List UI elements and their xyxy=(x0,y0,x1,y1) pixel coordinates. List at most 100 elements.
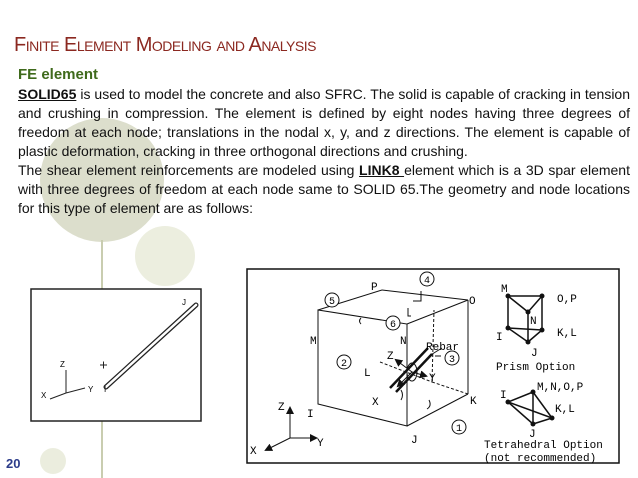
face-number-1-circle xyxy=(451,419,467,435)
face-number-3-circle xyxy=(444,350,460,366)
tetra-node-i: I xyxy=(500,390,507,402)
link8-node-j: J xyxy=(182,298,186,307)
node-j: J xyxy=(411,435,418,447)
tetra-caption-2: (not recommended) xyxy=(484,453,596,464)
rebar-line-1 xyxy=(389,347,429,389)
hex-edge-po xyxy=(381,289,469,301)
face-number-3: 3 xyxy=(449,355,455,366)
prism-edge-3 xyxy=(507,295,529,313)
face-number-4: 4 xyxy=(424,276,430,287)
page-number: 20 xyxy=(6,456,21,471)
prism-node-op: O,P xyxy=(557,294,577,306)
page-title: Finite Element Modeling and Analysis xyxy=(14,34,316,56)
node-k: K xyxy=(470,396,477,408)
prism-edge-9 xyxy=(527,329,543,343)
face-number-6: 6 xyxy=(390,320,396,331)
prism-edge-8 xyxy=(507,327,543,331)
tetra-node-2 xyxy=(530,389,536,395)
prism-node-m: M xyxy=(501,284,508,296)
global-axis-y-label: Y xyxy=(317,438,324,450)
keyword-link8: LINK8 xyxy=(359,162,405,178)
tetra-edge-3 xyxy=(507,401,553,419)
hex-edge-on xyxy=(406,299,469,325)
face-number-1: 1 xyxy=(456,424,462,435)
face-load-mark-3 xyxy=(413,291,422,302)
global-axis-z-label: Z xyxy=(278,402,285,414)
global-axis-x xyxy=(264,437,291,451)
hex-hidden-edge-3 xyxy=(431,309,435,383)
tetra-caption-1: Tetrahedral Option xyxy=(484,440,603,452)
local-axis-x xyxy=(396,371,413,388)
tetra-node-3 xyxy=(530,421,536,427)
face-load-mark-1 xyxy=(359,317,362,325)
link8-axis-z-label: Z xyxy=(60,360,65,369)
link8-bar-fill xyxy=(104,303,198,389)
section-subheading: FE element xyxy=(18,66,99,83)
prism-node-kl: K,L xyxy=(557,328,577,340)
local-axis-y xyxy=(411,370,428,379)
link8-axis-y-label: Y xyxy=(88,385,94,394)
face-load-mark-2 xyxy=(407,308,411,317)
tetra-node-j: J xyxy=(529,429,536,441)
prism-node-2 xyxy=(539,293,545,299)
decor-circle-large xyxy=(40,118,164,242)
tetra-edge-6 xyxy=(532,417,553,425)
local-axis-y-label: Y xyxy=(429,373,436,385)
paragraph-solid65: SOLID65 is used to model the concrete an… xyxy=(18,85,630,161)
face-number-5-circle xyxy=(324,292,340,308)
link8-axis-y xyxy=(65,387,86,394)
prism-node-4 xyxy=(505,325,511,331)
tetra-edge-5 xyxy=(532,391,553,419)
link8-axis-x-label: X xyxy=(41,391,47,400)
node-m: M xyxy=(310,336,317,348)
prism-caption: Prism Option xyxy=(496,362,575,374)
face-number-6-circle xyxy=(385,315,401,331)
tetra-node-1 xyxy=(505,399,511,405)
hex-edge-kj xyxy=(406,393,469,427)
local-axis-z xyxy=(394,358,413,373)
tetra-edge-1 xyxy=(507,391,534,403)
tetra-edge-2 xyxy=(507,401,534,425)
prism-edge-4 xyxy=(527,295,543,313)
prism-node-6 xyxy=(525,339,531,345)
decor-circle-tiny xyxy=(40,448,66,474)
paragraph-link8-before: The shear element reinforcements are mod… xyxy=(18,162,360,178)
hex-hidden-edge-2 xyxy=(431,381,469,395)
paragraph-link8-after: element which is a 3D spar element with … xyxy=(18,162,630,216)
link8-figure-frame xyxy=(30,288,202,422)
decor-circle-small xyxy=(135,226,195,286)
prism-node-5 xyxy=(539,327,545,333)
rebar-rotation-ellipse xyxy=(406,362,418,382)
link8-axis-x xyxy=(49,392,67,400)
node-i: I xyxy=(307,409,314,421)
link8-figure: J I Z Y X xyxy=(30,288,202,422)
prism-edge-7 xyxy=(507,327,529,343)
face-number-5: 5 xyxy=(329,297,335,308)
link8-node-i: I xyxy=(104,385,106,394)
global-axis-x-label: X xyxy=(250,446,257,458)
face-number-2: 2 xyxy=(341,359,347,370)
local-axis-x-label: X xyxy=(372,397,379,409)
prism-node-j: J xyxy=(531,348,538,360)
node-l: L xyxy=(364,368,371,380)
face-number-2-circle xyxy=(336,354,352,370)
prism-node-1 xyxy=(505,293,511,299)
paragraph-link8: The shear element reinforcements are mod… xyxy=(18,161,630,218)
face-number-4-circle xyxy=(419,271,435,287)
prism-node-3 xyxy=(525,309,531,315)
prism-node-n: N xyxy=(530,316,537,328)
node-o: O xyxy=(469,296,476,308)
node-p: P xyxy=(371,282,378,294)
node-n: N xyxy=(400,336,407,348)
prism-node-i: I xyxy=(496,332,503,344)
rebar-pointer xyxy=(428,347,443,357)
tetra-node-4 xyxy=(549,415,555,421)
paragraph-solid65-text: is used to model the concrete and also S… xyxy=(18,86,630,159)
tetra-node-kl: K,L xyxy=(555,404,575,416)
solid65-figure-frame xyxy=(246,268,620,464)
keyword-solid65: SOLID65 xyxy=(18,86,77,102)
local-axis-z-label: Z xyxy=(387,351,394,363)
face-load-mark-5 xyxy=(426,399,431,410)
solid65-figure: P O M N L K I J Rebar Z Y X 4 5 6 2 3 1 … xyxy=(246,268,620,464)
tetra-node-mnop: M,N,O,P xyxy=(537,382,584,394)
